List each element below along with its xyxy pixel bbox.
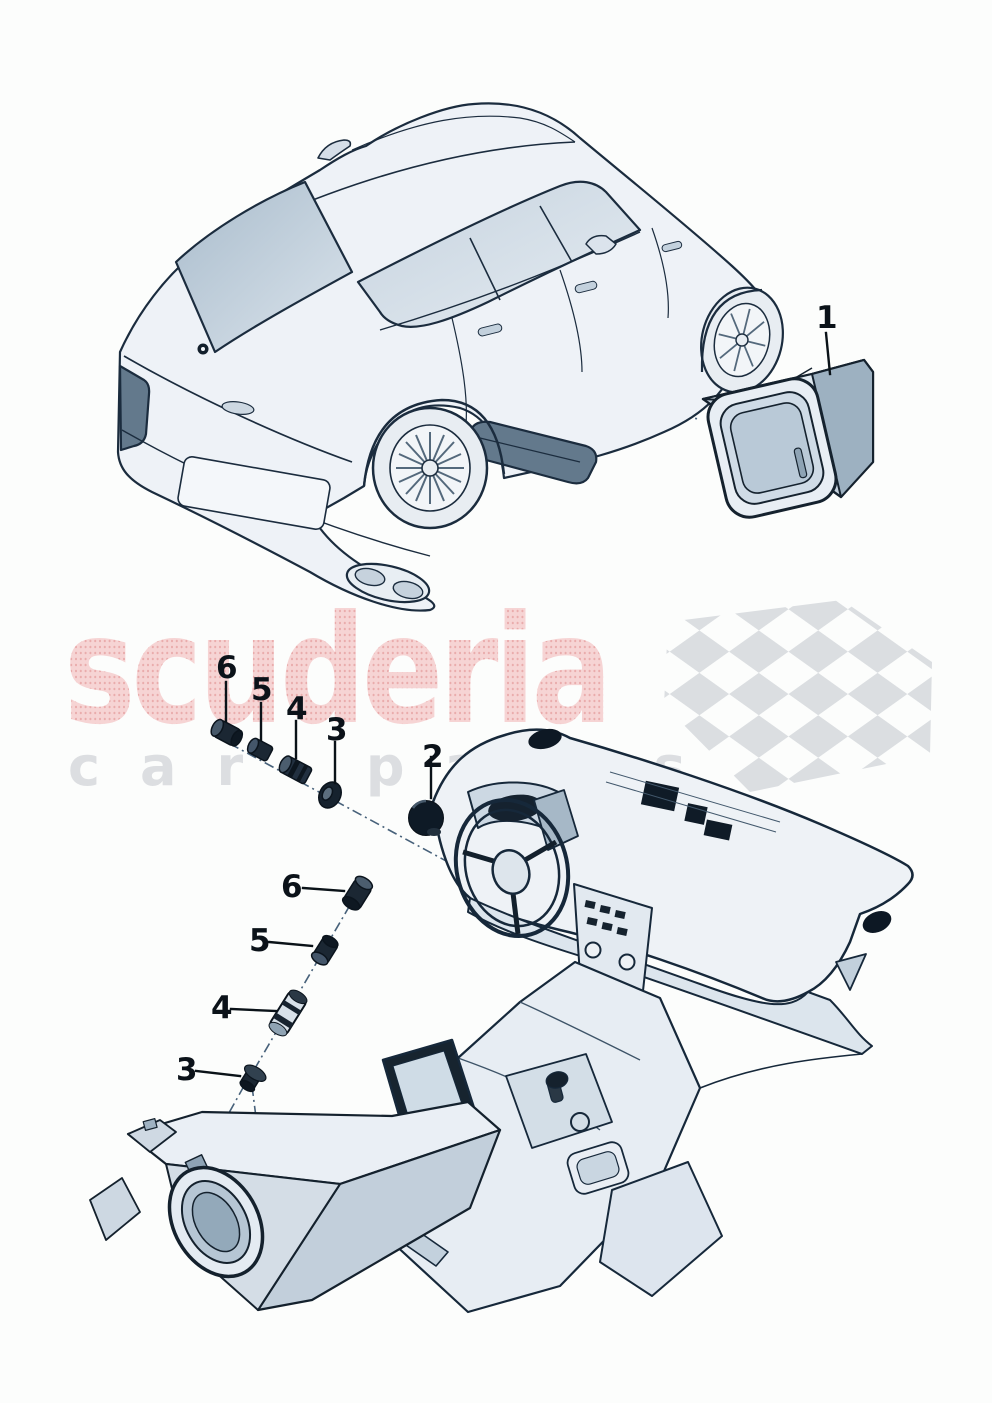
lighter-parts-upper [210,718,342,809]
part-5-lower-insert [310,934,339,966]
part-3-upper-grommet [318,781,342,809]
checkered-flag-watermark [664,600,932,792]
callout-lines [194,331,832,1078]
watermark-brand-text: scuderia [64,584,613,758]
part-2-knob [408,799,444,836]
rear-wheel [371,406,489,530]
part-6-upper-cap [210,718,244,747]
lighter-parts-lower [239,875,374,1093]
dashboard-assembly [349,728,914,1314]
part-4-lower-housing [268,989,308,1037]
part-4-upper-socket [278,755,313,785]
rear-console-section [89,1100,502,1312]
part-5-upper-insert [246,737,274,762]
part-1-ashtray-housing [701,358,875,519]
steering-wheel [453,797,571,939]
car-rear-isometric [116,102,784,612]
part-3-lower-plug [239,1064,267,1093]
part-6-lower-cap [341,875,374,911]
front-wheel [700,286,784,394]
